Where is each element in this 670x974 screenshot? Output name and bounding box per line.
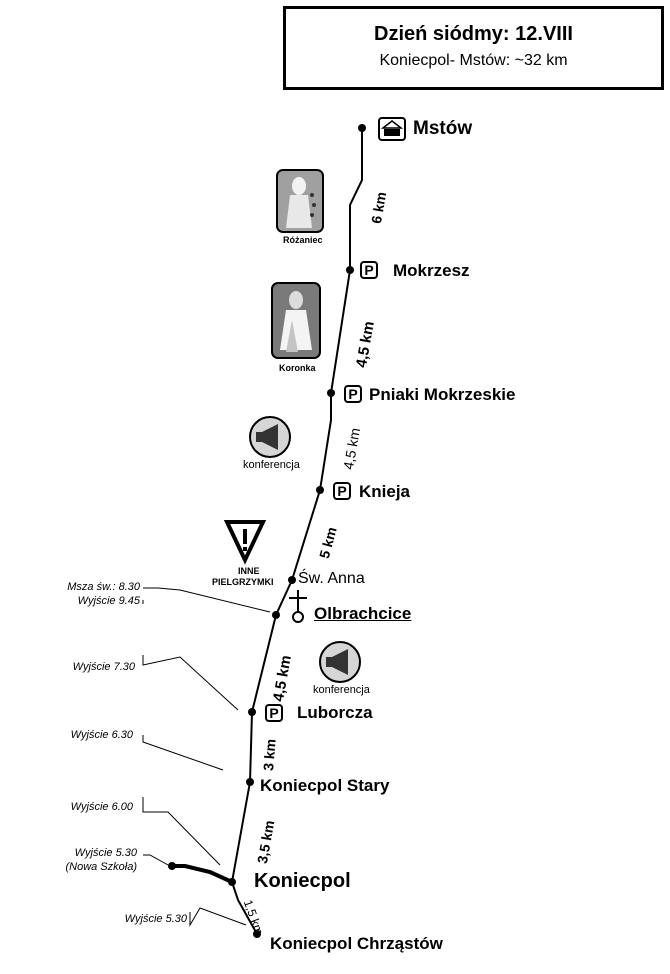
megaphone-icon (319, 641, 361, 683)
stop-label-mstow: Mstów (413, 118, 473, 139)
stop-label-mokrzesz: Mokrzesz (393, 261, 470, 280)
stop-dot (288, 576, 296, 584)
stop-dot (253, 930, 261, 938)
departure-note: Wyjście 5.30 (Nowa Szkoła) (65, 847, 137, 873)
departure-note: Wyjście 6.30 (70, 729, 133, 741)
leader-lines (142, 587, 271, 927)
lodging-icon (378, 117, 406, 141)
route-branch (172, 864, 233, 884)
stop-dot (246, 778, 254, 786)
stop-label-olbrachcice: Olbrachcice (314, 604, 412, 623)
stop-label-koniecpol: Koniecpol (254, 870, 351, 892)
church-icon (289, 590, 307, 623)
day-header-box: Dzień siódmy: 12.VIII Koniecpol- Mstów: … (283, 6, 664, 90)
stop-label-sw-anna: Św. Anna (298, 570, 365, 587)
departure-note: Wyjście 7.30 (72, 661, 135, 673)
rosary-caption: Różaniec (283, 235, 323, 245)
stop-dot (346, 266, 354, 274)
stop-label-knieja: Knieja (359, 482, 411, 501)
distance-label: 3 km (260, 738, 279, 772)
parking-badge: P (333, 482, 351, 500)
stop-label-luborcza: Luborcza (297, 703, 373, 722)
megaphone-icon (249, 416, 291, 458)
departure-note: Wyjście 6.00 (70, 801, 133, 813)
stop-dot (272, 611, 280, 619)
divine-mercy-image (271, 282, 321, 359)
stop-dot (327, 389, 335, 397)
warning-triangle-icon (223, 520, 267, 565)
route-summary: Koniecpol- Mstów: ~32 km (379, 52, 568, 69)
parking-badge: P (265, 704, 283, 722)
stop-dot (228, 878, 236, 886)
other-pilgrimages-caption: PIELGRZYMKI (212, 577, 274, 587)
day-title: Dzień siódmy: 12.VIII (374, 23, 573, 45)
stop-label-koniecpol-stary: Koniecpol Stary (260, 776, 390, 795)
divine-mercy-caption: Koronka (279, 363, 316, 373)
parking-badge: P (344, 385, 362, 403)
route-line (230, 128, 363, 935)
conference-caption: konferencja (243, 459, 300, 471)
departure-note: Wyjście 5.30 (124, 913, 187, 925)
stop-dot (316, 486, 324, 494)
departure-note: Msza św.: 8.30 Wyjście 9.45 (67, 581, 140, 607)
parking-badge: P (360, 261, 378, 279)
stop-label-pniaki: Pniaki Mokrzeskie (369, 385, 516, 404)
stop-dot (248, 708, 256, 716)
rosary-image (276, 169, 324, 233)
stop-label-koniecpol-chrzastow: Koniecpol Chrząstów (270, 934, 443, 953)
other-pilgrimages-caption: INNE (238, 566, 260, 576)
stop-dot (358, 124, 366, 132)
conference-caption: konferencja (313, 684, 370, 696)
stop-dot (168, 862, 176, 870)
